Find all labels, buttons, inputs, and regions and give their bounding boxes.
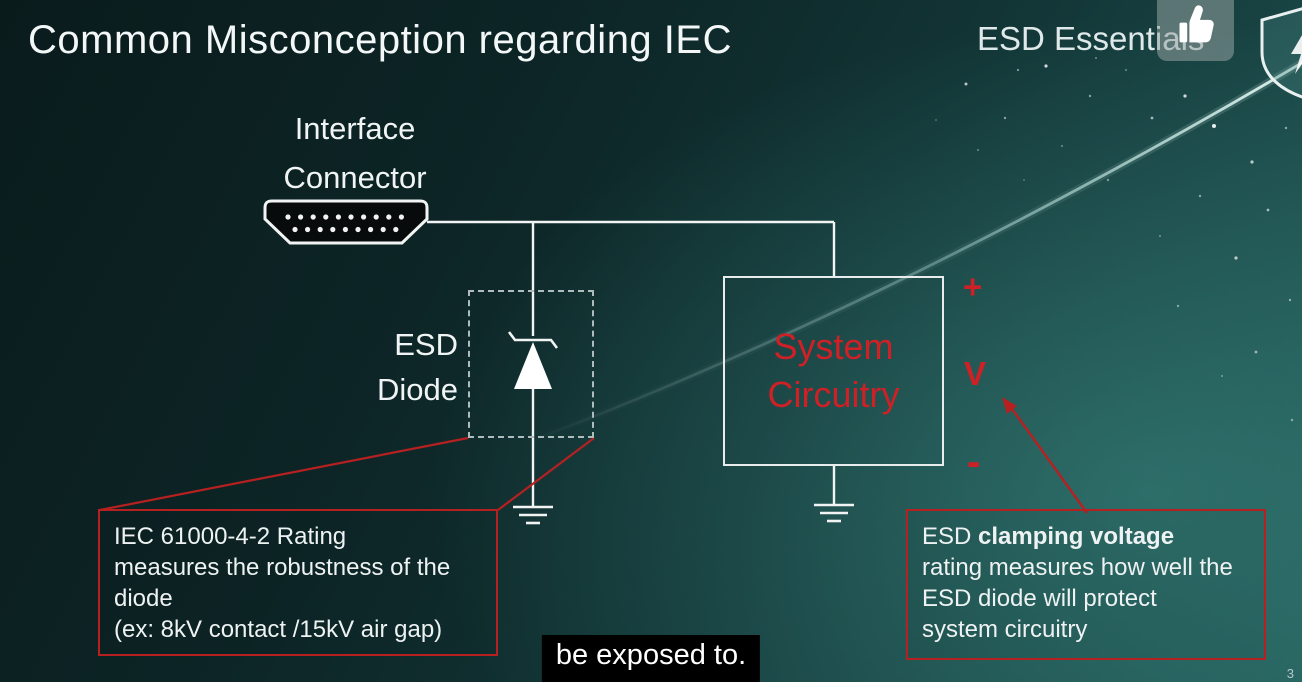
subtitle-caption: be exposed to. — [541, 635, 761, 682]
esd-diode-label: ESD Diode — [350, 322, 458, 412]
star-dots — [935, 57, 1294, 422]
slide-title: Common Misconception regarding IEC — [28, 18, 732, 62]
callout-line: diode — [114, 585, 173, 612]
terminal-plus: + — [963, 268, 983, 305]
connector-label-line: Interface — [294, 111, 416, 146]
terminal-voltage: V — [964, 355, 987, 392]
page-number: 3 — [1286, 666, 1294, 681]
red-arrow-icon — [1002, 397, 1088, 514]
ground-symbol-icon — [513, 505, 553, 525]
clamping-voltage-callout: ESD clamping voltage rating measures how… — [906, 509, 1266, 660]
callout-line: ESD clamping voltage — [922, 521, 1250, 552]
like-button[interactable] — [1157, 0, 1234, 61]
hdmi-connector-icon — [263, 199, 429, 245]
esd-diode-label-line: ESD — [394, 327, 458, 362]
callout-line: rating measures how well the — [922, 554, 1233, 581]
ground-symbol-icon — [814, 503, 854, 523]
terminal-minus: - — [967, 440, 981, 484]
callout-leader-lines — [99, 436, 595, 512]
callout-line: IEC 61000-4-2 Rating — [114, 523, 347, 550]
callout-line-bold: clamping voltage — [978, 523, 1175, 550]
system-box-line: System — [773, 326, 894, 367]
connector-label-line: Connector — [283, 160, 427, 195]
callout-line: ESD diode will protect — [922, 585, 1157, 612]
callout-line: system circuitry — [922, 616, 1088, 643]
callout-line: (ex: 8kV contact /15kV air gap) — [114, 616, 443, 643]
esd-diode-highlight-box — [468, 290, 594, 438]
thumbs-up-icon — [1179, 4, 1214, 42]
callout-line-prefix: ESD — [922, 523, 979, 550]
esd-diode-label-line: Diode — [377, 372, 458, 407]
system-box-line: Circuitry — [767, 374, 900, 415]
iec-rating-callout: IEC 61000-4-2 Rating measures the robust… — [98, 509, 498, 656]
connector-label: Interface Connector — [250, 104, 460, 202]
callout-line: measures the robustness of the — [114, 554, 451, 581]
shield-logo-icon — [1260, 7, 1302, 99]
system-circuitry-box: System Circuitry — [723, 276, 944, 466]
